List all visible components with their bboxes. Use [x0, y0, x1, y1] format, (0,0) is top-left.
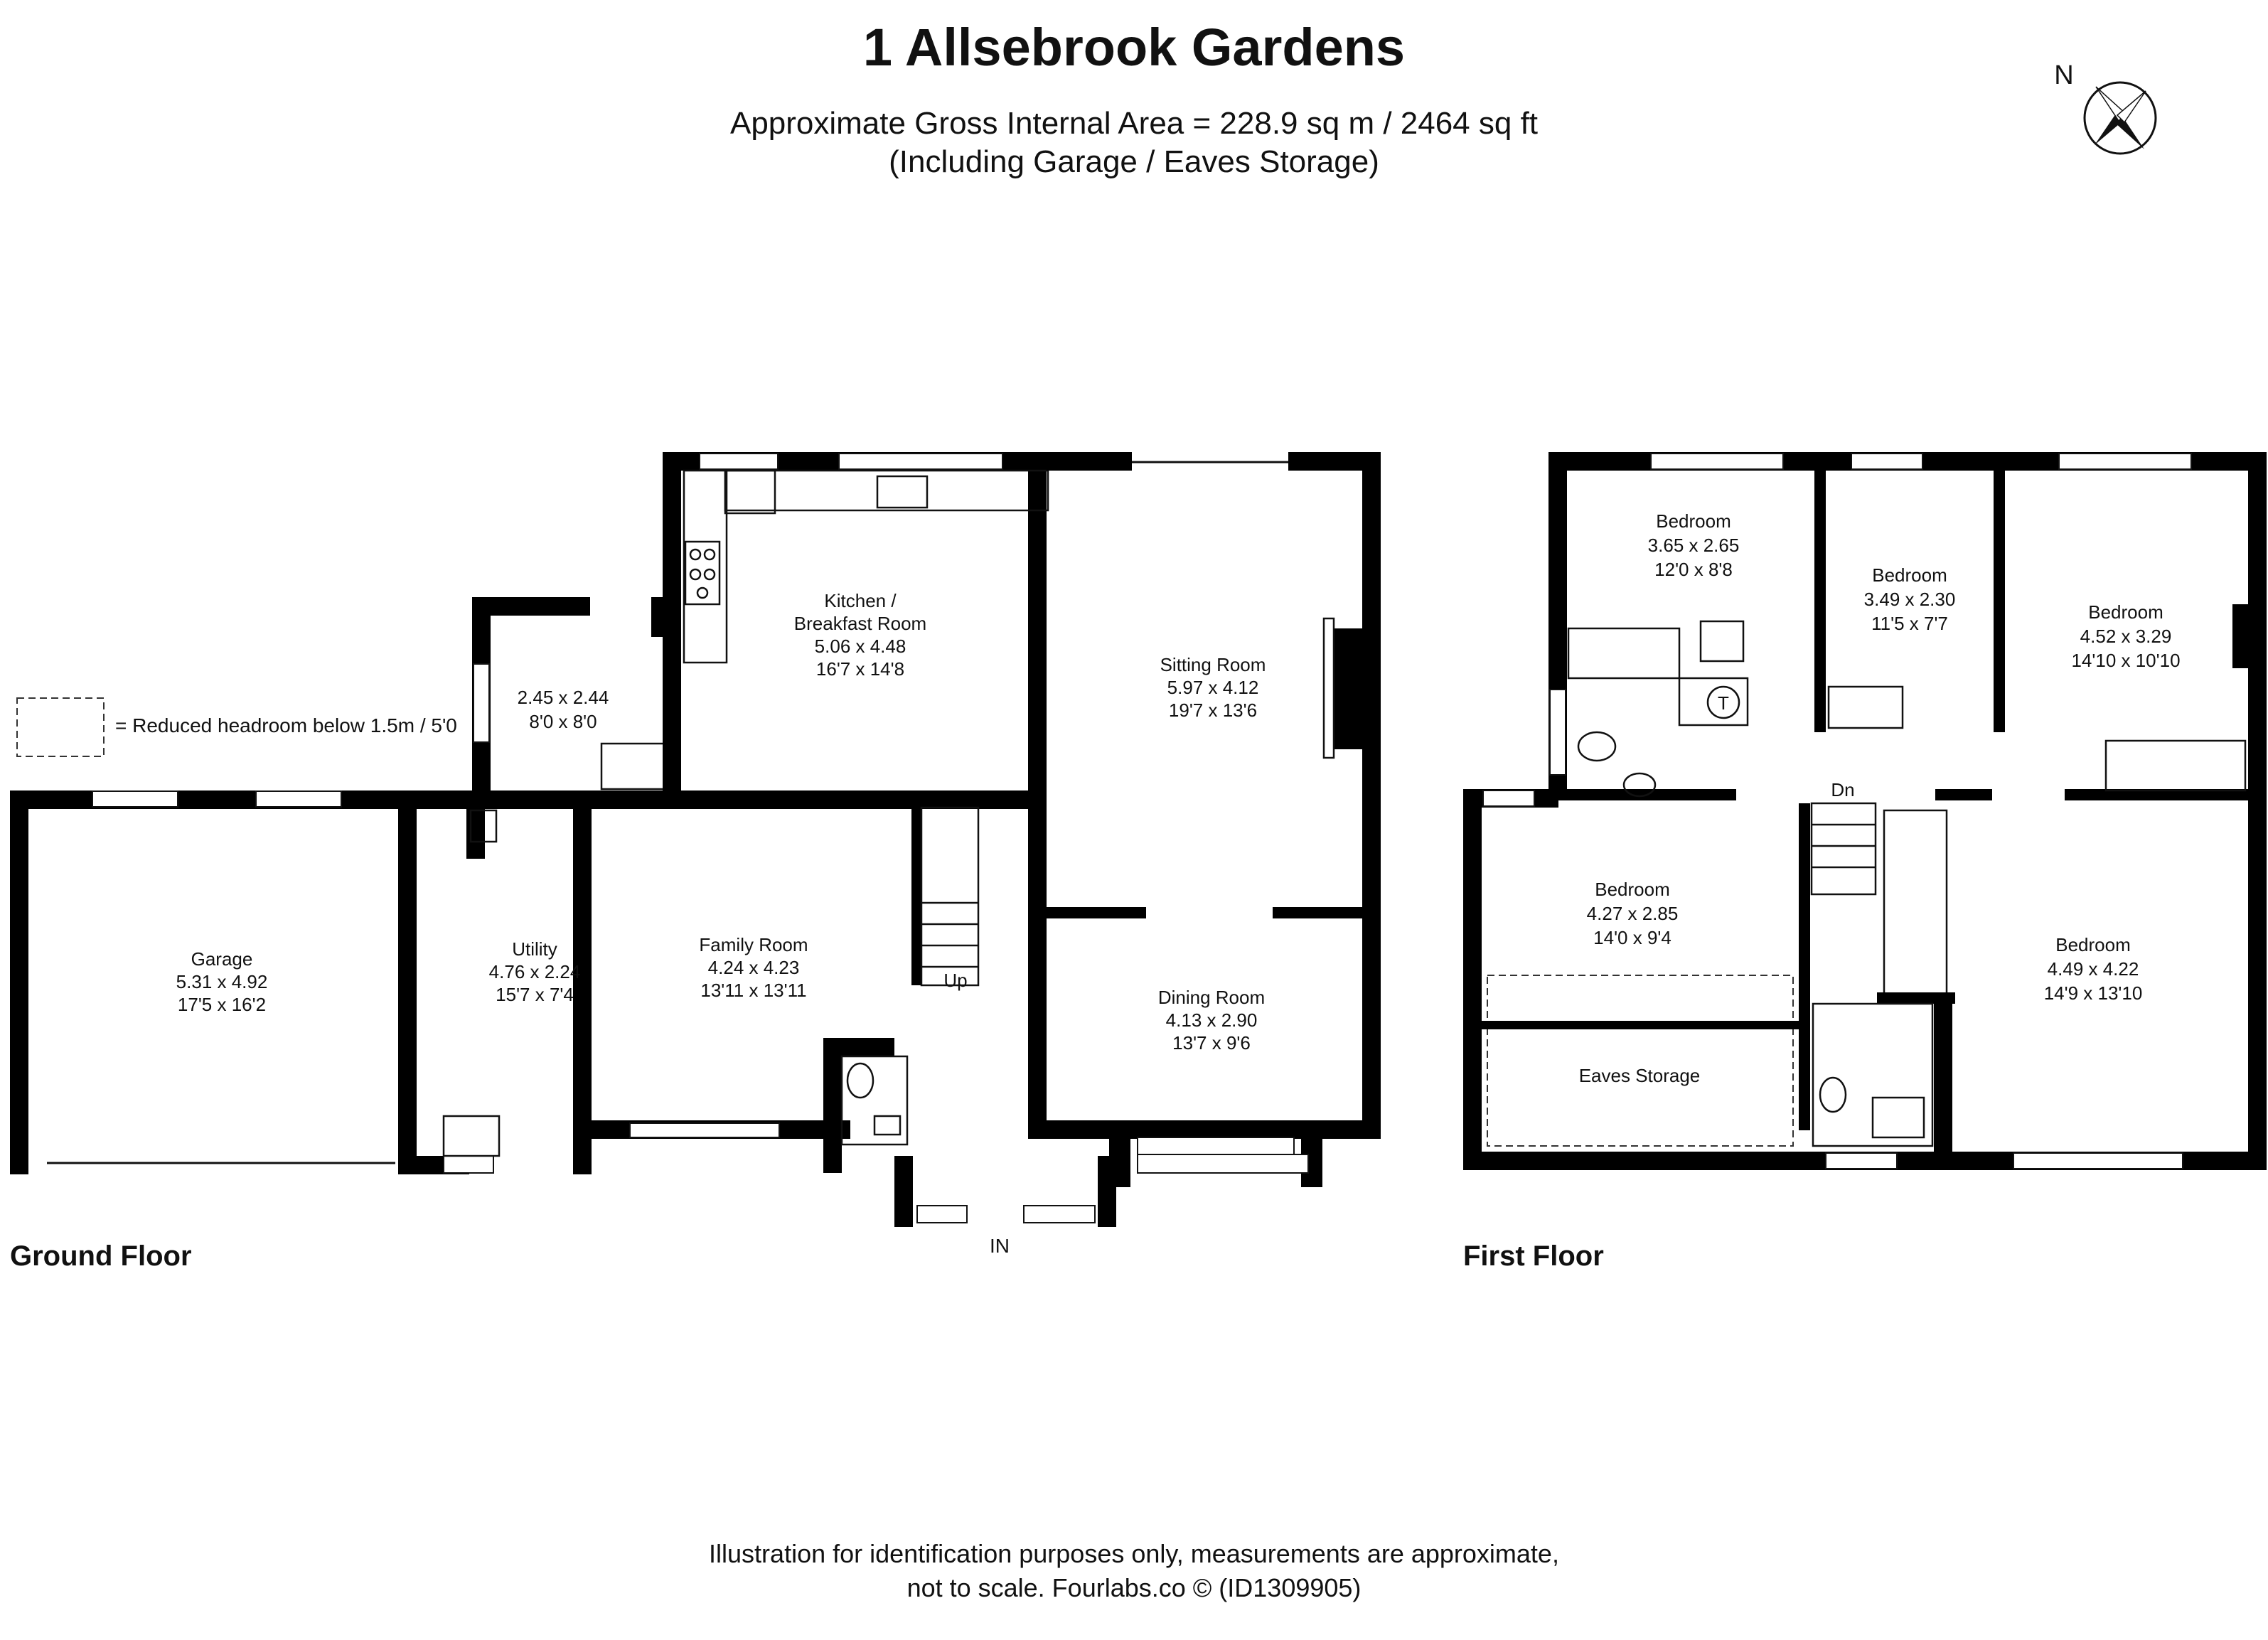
stairs-up-label: Up	[943, 970, 967, 991]
room-garage-name: Garage	[191, 948, 253, 970]
room-bed1-metric: 3.65 x 2.65	[1648, 535, 1740, 556]
room-bed3-name: Bedroom	[2088, 601, 2163, 623]
room-sitting-metric: 5.97 x 4.12	[1167, 677, 1259, 698]
room-lobby-imperial: 8'0 x 8'0	[529, 711, 597, 732]
area-line: Approximate Gross Internal Area = 228.9 …	[730, 106, 1538, 141]
room-bed4-name: Bedroom	[1595, 879, 1670, 900]
room-garage-metric: 5.31 x 4.92	[176, 971, 268, 992]
compass-north-label: N	[2054, 60, 2073, 90]
room-kitchen-metric: 5.06 x 4.48	[815, 636, 906, 657]
room-family-name: Family Room	[699, 934, 808, 955]
ground-floor-label: Ground Floor	[10, 1240, 192, 1272]
room-garage: Garage 5.31 x 4.92 17'5 x 16'2	[176, 948, 268, 1015]
room-bed1-imperial: 12'0 x 8'8	[1654, 559, 1733, 580]
room-bed2-metric: 3.49 x 2.30	[1864, 589, 1956, 610]
stairs-down-label: Dn	[1831, 779, 1854, 800]
ground-floor-plan	[10, 452, 1381, 1227]
plan-title: 1 Allsebrook Gardens	[863, 18, 1405, 77]
room-bed1: Bedroom 3.65 x 2.65 12'0 x 8'8	[1648, 510, 1740, 580]
tank-label: T	[1718, 692, 1729, 714]
room-bed1-name: Bedroom	[1656, 510, 1731, 532]
first-floor-label: First Floor	[1463, 1240, 1604, 1272]
room-bed2: Bedroom 3.49 x 2.30 11'5 x 7'7	[1864, 564, 1956, 634]
disclaimer-line-2: not to scale. Fourlabs.co © (ID1309905)	[907, 1573, 1362, 1602]
hob-icon	[684, 540, 721, 606]
room-dining-imperial: 13'7 x 9'6	[1172, 1032, 1251, 1054]
room-bed4: Bedroom 4.27 x 2.85 14'0 x 9'4	[1587, 879, 1679, 948]
room-utility-name: Utility	[512, 938, 557, 960]
room-bed3-metric: 4.52 x 3.29	[2080, 626, 2172, 647]
room-utility-imperial: 15'7 x 7'4	[496, 984, 574, 1005]
room-bed5-imperial: 14'9 x 13'10	[2044, 982, 2143, 1004]
room-dining: Dining Room 4.13 x 2.90 13'7 x 9'6	[1158, 987, 1265, 1054]
room-bed2-name: Bedroom	[1872, 564, 1947, 586]
room-dining-name: Dining Room	[1158, 987, 1265, 1008]
room-family-imperial: 13'11 x 13'11	[700, 980, 806, 1001]
room-kitchen-name2: Breakfast Room	[794, 613, 926, 634]
legend-text: = Reduced headroom below 1.5m / 5'0	[115, 714, 457, 736]
room-dining-metric: 4.13 x 2.90	[1166, 1009, 1258, 1031]
room-bed3-imperial: 14'10 x 10'10	[2071, 650, 2180, 671]
room-utility: Utility 4.76 x 2.24 15'7 x 7'4	[489, 938, 581, 1005]
entrance-label: IN	[990, 1235, 1010, 1257]
room-sitting: Sitting Room 5.97 x 4.12 19'7 x 13'6	[1160, 654, 1266, 721]
room-eaves-name: Eaves Storage	[1579, 1065, 1701, 1086]
disclaimer-line-1: Illustration for identification purposes…	[709, 1539, 1559, 1568]
room-garage-imperial: 17'5 x 16'2	[178, 994, 266, 1015]
room-family-metric: 4.24 x 4.23	[708, 957, 800, 978]
area-note: (Including Garage / Eaves Storage)	[889, 144, 1379, 179]
room-kitchen-name: Kitchen /	[824, 590, 897, 611]
room-bed2-imperial: 11'5 x 7'7	[1871, 613, 1948, 634]
room-bed5: Bedroom 4.49 x 4.22 14'9 x 13'10	[2044, 934, 2143, 1004]
room-utility-metric: 4.76 x 2.24	[489, 961, 581, 982]
room-lobby: 2.45 x 2.44 8'0 x 8'0	[518, 687, 609, 732]
compass-rose-icon: N	[2054, 60, 2157, 155]
first-floor-plan: T	[1463, 452, 2267, 1170]
room-sitting-imperial: 19'7 x 13'6	[1169, 700, 1257, 721]
room-bed3: Bedroom 4.52 x 3.29 14'10 x 10'10	[2071, 601, 2180, 671]
room-lobby-metric: 2.45 x 2.44	[518, 687, 609, 708]
reduced-headroom-swatch	[16, 697, 105, 757]
room-family: Family Room 4.24 x 4.23 13'11 x 13'11	[699, 934, 808, 1001]
room-bed4-metric: 4.27 x 2.85	[1587, 903, 1679, 924]
room-bed5-metric: 4.49 x 4.22	[2048, 958, 2139, 980]
room-bed5-name: Bedroom	[2055, 934, 2131, 955]
room-kitchen: Kitchen / Breakfast Room 5.06 x 4.48 16'…	[794, 590, 926, 680]
room-kitchen-imperial: 16'7 x 14'8	[816, 658, 904, 680]
room-sitting-name: Sitting Room	[1160, 654, 1266, 675]
room-bed4-imperial: 14'0 x 9'4	[1593, 927, 1671, 948]
